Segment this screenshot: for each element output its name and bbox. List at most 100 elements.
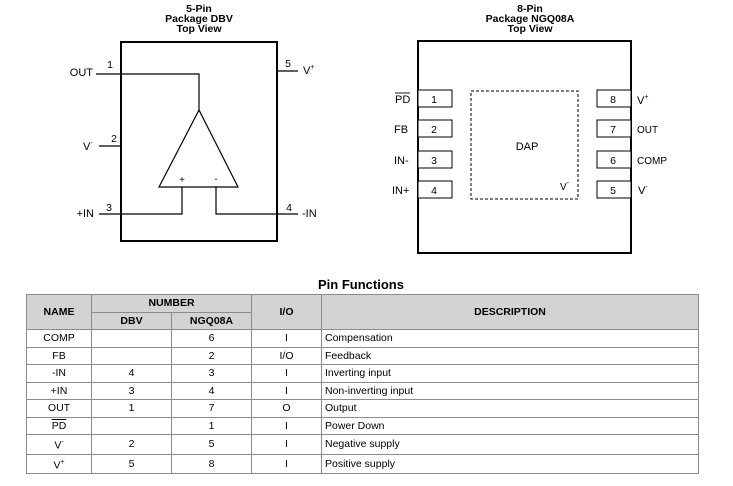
dbv-pin4-wire	[215, 187, 298, 215]
cell-description: Non-inverting input	[321, 381, 699, 400]
cell-name-sup: +	[60, 458, 65, 466]
cell-ngq: 1	[171, 416, 252, 435]
cell-ngq: 3	[171, 364, 252, 383]
cell-io: I	[251, 364, 322, 383]
table-subheader-row: DBV NGQ08A	[27, 311, 699, 330]
table-row: OUT 1 7 O Output	[26, 399, 699, 418]
dbv-pin2-number: 2	[111, 133, 117, 145]
dbv-pin1-wire	[96, 73, 200, 110]
cell-ngq: 4	[171, 381, 252, 400]
table-row: +IN 3 4 I Non-inverting input	[26, 381, 699, 400]
cell-dbv	[91, 346, 172, 365]
ngq-title-line1: 8-Pin	[517, 3, 543, 15]
ngq-pin1-pad	[417, 89, 453, 108]
cell-dbv: 1	[91, 399, 172, 418]
ngq-pin2-pad	[417, 119, 453, 138]
header-ngq: NGQ08A	[171, 311, 252, 330]
table-row: V- 2 5 I Negative supply	[26, 434, 699, 455]
table-row: V+ 5 8 I Positive supply	[26, 453, 699, 474]
cell-io: I	[251, 453, 322, 474]
cell-name-text: V	[54, 439, 62, 452]
cell-dbv: 3	[91, 381, 172, 400]
cell-description: Compensation	[321, 329, 699, 348]
dbv-package-body	[120, 41, 278, 242]
dbv-title-line1: 5-Pin	[186, 3, 212, 15]
dbv-pin5-label: V+	[303, 64, 314, 77]
cell-io: I/O	[251, 346, 322, 365]
cell-name: OUT	[26, 399, 92, 418]
cell-name: +IN	[26, 381, 92, 400]
ngq-title-line3: Top View	[507, 23, 553, 35]
ngq-pin8-label: V+	[637, 94, 648, 107]
dbv-pin1-number: 1	[107, 59, 113, 71]
dbv-pin3-label: +IN	[77, 208, 94, 220]
cell-io: I	[251, 416, 322, 435]
cell-description: Inverting input	[321, 364, 699, 383]
ngq-pin3-label: IN-	[394, 155, 409, 167]
dbv-pin4-number: 4	[286, 202, 292, 214]
ngq-pin1-number: 1	[431, 94, 437, 106]
dbv-pin5-number: 5	[285, 58, 291, 70]
ngq-pin5-pad	[596, 180, 632, 199]
table-row: -IN 4 3 I Inverting input	[26, 364, 699, 383]
ngq-package: 8-Pin Package NGQ08A Top View DAP V- 1 2…	[392, 3, 667, 254]
cell-description: Output	[321, 399, 699, 418]
cell-ngq: 8	[171, 453, 252, 474]
ngq-pin4-number: 4	[431, 185, 437, 197]
dbv-pin4-label: -IN	[302, 208, 317, 220]
ngq-pin2-label: FB	[394, 124, 408, 136]
table-row: PD 1 I Power Down	[26, 416, 699, 435]
ngq-pin4-label: IN+	[392, 185, 409, 197]
cell-ngq: 5	[171, 434, 252, 455]
table-row: FB 2 I/O Feedback	[26, 346, 699, 365]
cell-dbv: 4	[91, 364, 172, 383]
ngq-pin5-label: V-	[638, 184, 648, 197]
cell-io: I	[251, 434, 322, 455]
ngq-pin7-pad	[596, 119, 632, 138]
ngq-pin6-pad	[596, 150, 632, 169]
cell-io: I	[251, 329, 322, 348]
cell-dbv	[91, 329, 172, 348]
cell-description: Negative supply	[321, 434, 699, 455]
dap-pad	[470, 90, 579, 200]
cell-dbv: 5	[91, 453, 172, 474]
opamp-plus-sign: +	[179, 175, 185, 186]
cell-dbv: 2	[91, 434, 172, 455]
ngq-pin7-label: OUT	[637, 125, 658, 136]
cell-name: PD	[26, 416, 92, 435]
ngq-pin5-number: 5	[610, 185, 616, 197]
cell-description: Feedback	[321, 346, 699, 365]
cell-name: COMP	[26, 329, 92, 348]
ngq-pin3-pad	[417, 150, 453, 169]
cell-name-sup: -	[61, 439, 64, 446]
ngq-pin3-number: 3	[431, 155, 437, 167]
cell-dbv	[91, 416, 172, 435]
cell-name: -IN	[26, 364, 92, 383]
cell-name: V-	[26, 434, 92, 455]
cell-io: O	[251, 399, 322, 418]
cell-ngq: 2	[171, 346, 252, 365]
table-header-row: NAME NUMBER I/O DESCRIPTION	[26, 294, 699, 330]
cell-name-text: V	[53, 459, 61, 471]
cell-ngq: 6	[171, 329, 252, 348]
dbv-title-line3: Top View	[176, 23, 222, 35]
dbv-pin2-label: V-	[83, 140, 93, 153]
header-description: DESCRIPTION	[321, 294, 699, 330]
ngq-pin7-number: 7	[610, 124, 616, 136]
cell-name: V+	[26, 453, 92, 474]
ngq-pin6-label: COMP	[637, 156, 667, 167]
ngq-pin1-label: PD	[395, 94, 410, 106]
dbv-pin3-wire	[99, 187, 183, 215]
dbv-title-line2: Package DBV	[165, 13, 233, 25]
dap-label: DAP	[516, 141, 539, 153]
cell-ngq: 7	[171, 399, 252, 418]
cell-description: Power Down	[321, 416, 699, 435]
header-io: I/O	[251, 294, 322, 330]
pd-name-overlined: PD	[51, 419, 67, 432]
table-row: COMP 6 I Compensation	[26, 329, 699, 348]
pin-functions-table: NAME NUMBER I/O DESCRIPTION DBV NGQ08A C…	[26, 294, 699, 474]
ngq-pin4-pad	[417, 180, 453, 199]
package-diagrams: 5-Pin Package DBV Top View + - 1 2 3 4 5…	[70, 3, 667, 254]
ngq-pin8-pad	[596, 89, 632, 108]
ngq-pin6-number: 6	[610, 155, 616, 167]
